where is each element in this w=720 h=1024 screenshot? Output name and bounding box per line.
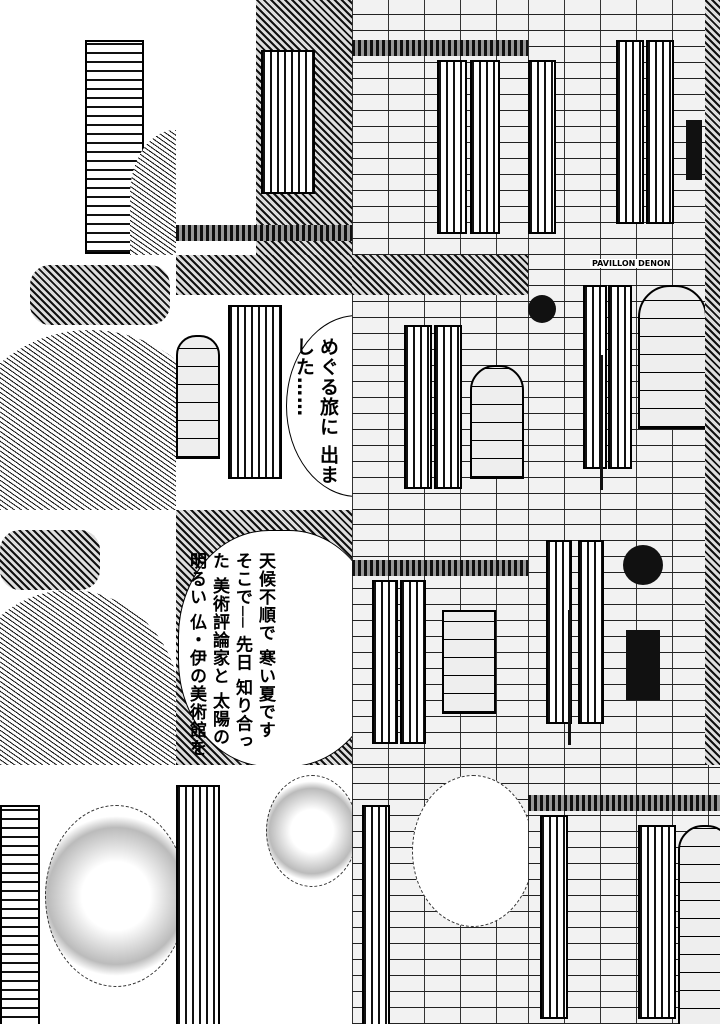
column — [404, 325, 432, 489]
column — [434, 325, 462, 489]
caption-text-2: 天候不順で 寒い夏です そこで── 先日 知り合った 美術評論家と 太陽の明るい… — [184, 552, 276, 762]
tree — [412, 775, 528, 927]
tree — [45, 805, 176, 987]
panel-r4c3 — [352, 765, 528, 1024]
panel-r3c3 — [352, 510, 528, 765]
panel-r1c3 — [352, 0, 528, 255]
sculpture — [0, 530, 100, 590]
door — [442, 610, 496, 714]
column — [400, 580, 426, 744]
caryatid-statues — [228, 305, 282, 479]
dome — [0, 590, 176, 765]
caption-line: 美術評論家と — [209, 576, 229, 685]
panel-r2c4: PAVILLON DENON — [528, 255, 705, 510]
column — [578, 540, 604, 724]
panel-r2c2: めぐる旅に 出ました…… — [176, 255, 352, 510]
column — [528, 60, 556, 234]
column — [470, 60, 500, 234]
cornice — [352, 560, 528, 576]
column — [540, 815, 568, 1019]
dome — [0, 330, 176, 510]
caption-text-1: めぐる旅に 出ました…… — [292, 337, 340, 487]
caryatid-statues — [261, 50, 315, 194]
caption-line: 先日 知り合った — [209, 552, 252, 751]
column — [362, 805, 390, 1024]
caption-line: 出ました…… — [293, 337, 339, 485]
street-lamp — [600, 355, 603, 490]
cornice — [352, 40, 528, 56]
caption-line: そこで── — [232, 552, 252, 629]
column — [616, 40, 644, 224]
caption-line: 寒い夏です — [255, 648, 275, 739]
window — [686, 120, 702, 180]
cornice — [528, 795, 720, 811]
column — [583, 285, 607, 469]
column — [437, 60, 467, 234]
frieze — [352, 255, 528, 295]
panel-r3c4 — [528, 510, 705, 765]
caption-line: めぐる旅に — [317, 337, 339, 437]
arched-door — [638, 285, 705, 429]
column — [546, 540, 572, 724]
facade-ornament — [176, 255, 352, 295]
panel-r1c4 — [528, 0, 705, 255]
panel-r2c3 — [352, 255, 528, 510]
column — [608, 285, 632, 469]
column — [638, 825, 676, 1019]
panel-r3c1 — [0, 510, 176, 765]
arched-door — [678, 825, 720, 1024]
pavilion-sign: PAVILLON DENON — [590, 259, 673, 268]
caption-line: 太陽の明るい — [186, 552, 229, 746]
round-window — [528, 295, 556, 323]
arched-window — [176, 335, 220, 459]
caption-line: 天候不順で — [255, 552, 275, 642]
ornate-pillar — [85, 40, 144, 254]
panel-r4c4 — [528, 765, 720, 1024]
edge-strip — [705, 0, 720, 765]
caption-line: 仏・伊の美術館を — [186, 612, 206, 757]
panel-r3c2: 天候不順で 寒い夏です そこで── 先日 知り合った 美術評論家と 太陽の明るい… — [176, 510, 352, 765]
panel-r1c2 — [176, 0, 352, 255]
round-window — [623, 545, 663, 585]
street-lamp — [568, 610, 571, 745]
ornate-pillar — [0, 805, 40, 1024]
window — [626, 630, 660, 700]
tree — [266, 775, 352, 887]
column — [176, 785, 220, 1024]
panel-r4c2 — [176, 765, 352, 1024]
sculpture — [30, 265, 170, 325]
column — [646, 40, 674, 224]
balustrade — [176, 225, 352, 241]
panel-r2c1 — [0, 255, 176, 510]
arched-door — [470, 365, 524, 479]
panel-r4c1 — [0, 765, 176, 1024]
panel-r1c1 — [0, 0, 176, 255]
speech-bubble — [178, 530, 352, 765]
column — [372, 580, 398, 744]
